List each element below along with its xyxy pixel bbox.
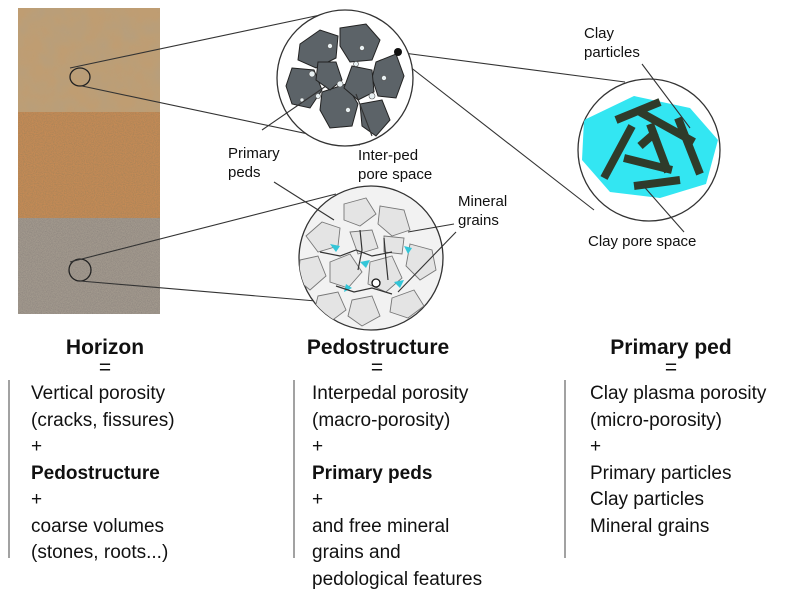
primary-ped-description: Clay plasma porosity (micro-porosity) + … xyxy=(590,381,766,540)
pointer-primary-peds-lower xyxy=(274,182,334,220)
connector-line xyxy=(396,56,594,210)
label-clay-pore-space: Clay pore space xyxy=(588,232,696,251)
pedostructure-line: + xyxy=(312,487,482,514)
horizon-line: Vertical porosity xyxy=(31,381,175,408)
lower-zoom-dot xyxy=(372,279,380,287)
pedostructure-line: pedological features xyxy=(312,567,482,594)
clay-circle xyxy=(578,79,720,221)
primary-ped-line: + xyxy=(590,434,766,461)
pedostructure-description: Interpedal porosity (macro-porosity) + P… xyxy=(312,381,482,593)
pedostructure-line: Primary peds xyxy=(312,461,482,488)
horizon-line: coarse volumes xyxy=(31,514,175,541)
soil-horizon-middle-texture xyxy=(18,112,160,218)
label-primary-peds: Primary peds xyxy=(228,144,280,182)
label-clay-particles: Clay particles xyxy=(584,24,640,62)
horizon-line: (stones, roots...) xyxy=(31,540,175,567)
primary-ped-line: (micro-porosity) xyxy=(590,408,766,435)
pedostructure-line: Interpedal porosity xyxy=(312,381,482,408)
primary-ped-line: Clay plasma porosity xyxy=(590,381,766,408)
pedostructure-circle xyxy=(277,10,413,146)
horizon-line: Pedostructure xyxy=(31,461,175,488)
label-mineral-grains: Mineral grains xyxy=(458,192,507,230)
horizon-line: (cracks, fissures) xyxy=(31,408,175,435)
pedostructure-line: (macro-porosity) xyxy=(312,408,482,435)
pedostructure-line: + xyxy=(312,434,482,461)
pedostructure-equals: = xyxy=(352,358,402,378)
horizon-equals: = xyxy=(80,358,130,378)
soil-horizon-bottom-texture xyxy=(18,218,160,314)
primary-ped-line: Clay particles xyxy=(590,487,766,514)
pedostructure-line: grains and xyxy=(312,540,482,567)
horizon-description: Vertical porosity (cracks, fissures) + P… xyxy=(31,381,175,567)
mineral-grains-circle xyxy=(298,186,443,330)
zoom-point-dot xyxy=(394,48,402,56)
horizon-line: + xyxy=(31,434,175,461)
primary-ped-line: Mineral grains xyxy=(590,514,766,541)
horizon-line: + xyxy=(31,487,175,514)
soil-horizon-top-texture xyxy=(18,8,160,112)
label-inter-ped-pore-space: Inter-ped pore space xyxy=(358,146,432,184)
pedostructure-line: and free mineral xyxy=(312,514,482,541)
primary-ped-equals: = xyxy=(646,358,696,378)
primary-ped-line: Primary particles xyxy=(590,461,766,488)
